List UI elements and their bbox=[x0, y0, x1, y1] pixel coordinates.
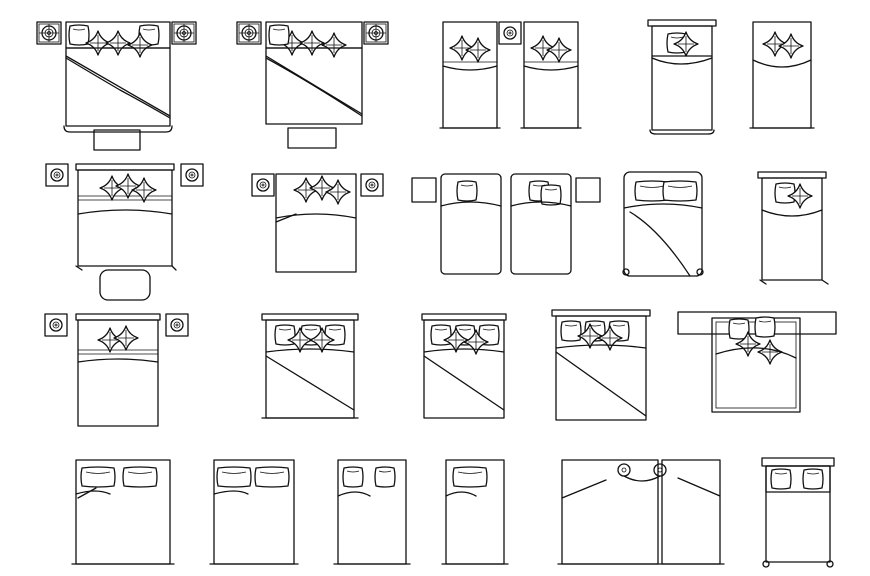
queen-bed-with-lamps-and-oval-rug bbox=[45, 163, 204, 301]
king-bed-three-pillows bbox=[261, 313, 359, 419]
bed-king-with-lamp-tables-and-rug bbox=[36, 21, 197, 151]
split-twin-beds-with-lamps bbox=[557, 459, 725, 565]
twin-beds-pair-with-nightstand bbox=[439, 21, 582, 129]
single-bed-one-pillow bbox=[441, 459, 509, 565]
king-bed-four-pillows bbox=[551, 309, 651, 421]
bed-with-headboard-and-legs bbox=[761, 457, 835, 568]
queen-bed-with-nightstands bbox=[251, 173, 384, 273]
bed-king-with-lamps-and-mat bbox=[236, 21, 389, 149]
double-bed-two-pillows-b bbox=[209, 459, 299, 565]
double-bed-two-pillows bbox=[71, 459, 175, 565]
single-bed-with-posts bbox=[757, 171, 829, 285]
single-bed-two-pillows bbox=[333, 459, 411, 565]
double-bed-with-folded-blanket bbox=[622, 171, 704, 277]
single-bed-with-headboard bbox=[647, 19, 717, 135]
platform-bed-with-rotated-pillows bbox=[677, 311, 837, 413]
queen-bed-with-lamp-stands bbox=[44, 313, 189, 427]
king-bed-three-pillows-framed bbox=[421, 313, 507, 419]
single-bed-with-diamond-pillow bbox=[749, 21, 815, 129]
twin-beds-with-side-tables bbox=[411, 173, 601, 275]
